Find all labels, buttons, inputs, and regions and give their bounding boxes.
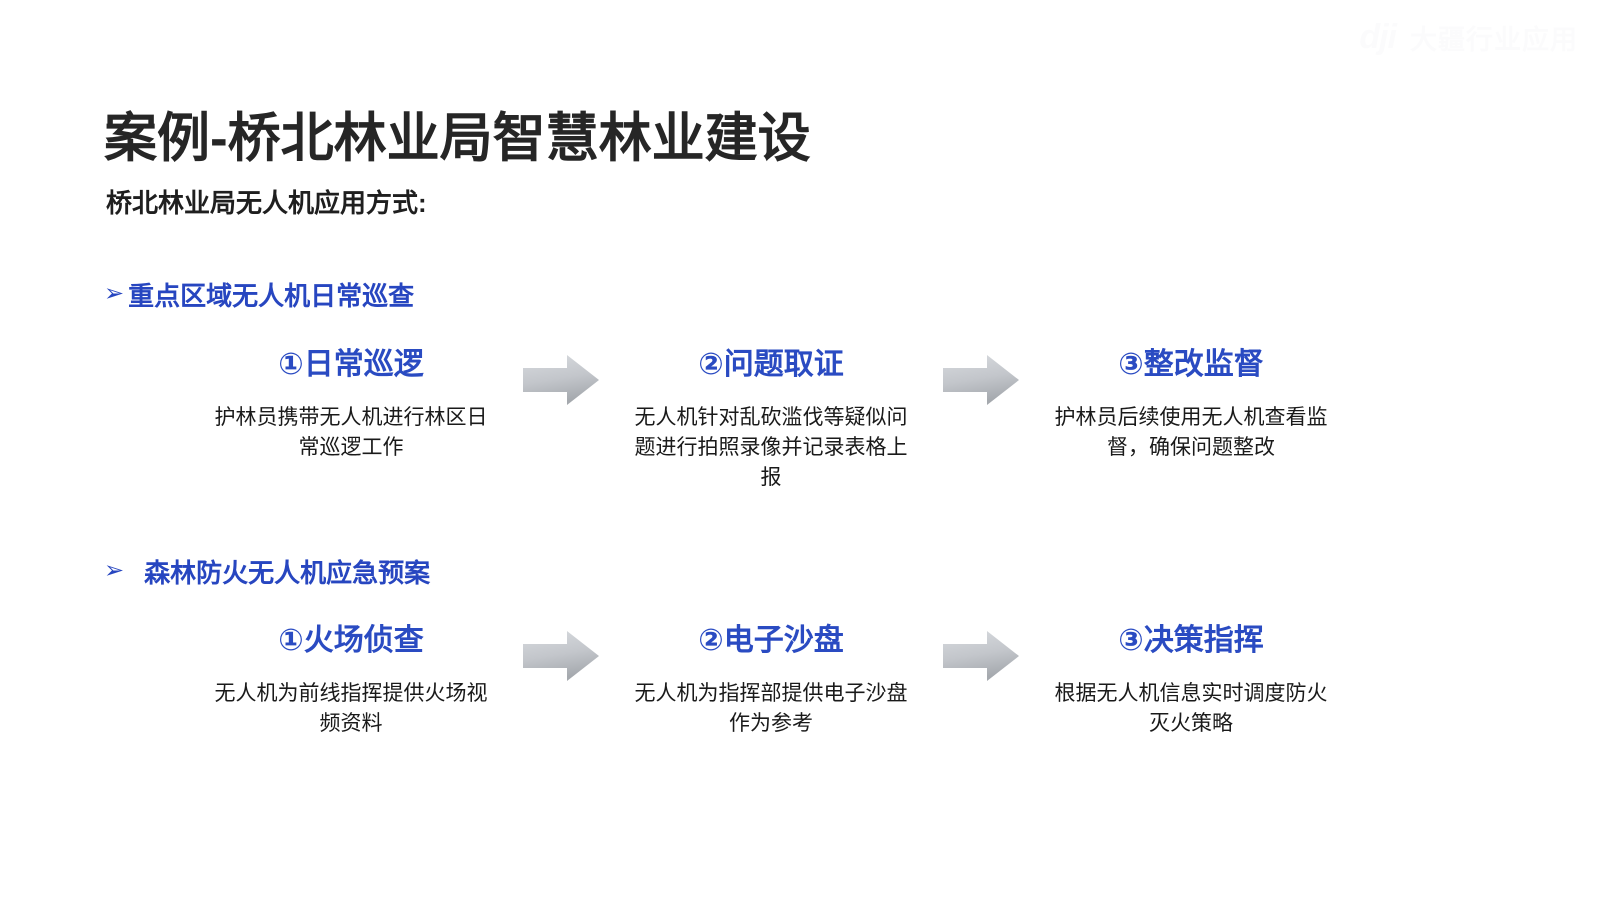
step-heading: ②问题取证 [698,348,844,381]
flow-row-fire-plan: ①火场侦查 无人机为前线指挥提供火场视频资料 ②电子沙盘 无人机为指挥部提供电子… [150,624,1470,739]
flow-step: ③决策指挥 根据无人机信息实时调度防火灭火策略 [1026,624,1356,739]
flow-row-patrol: ①日常巡逻 护林员携带无人机进行林区日常巡逻工作 ②问题取证 无人机针对乱砍滥伐… [150,348,1470,494]
step-heading: ②电子沙盘 [698,624,844,657]
section-label: 重点区域无人机日常巡查 [128,281,415,311]
watermark: dji 大疆行业应用 [1359,18,1578,57]
flow-step: ②问题取证 无人机针对乱砍滥伐等疑似问题进行拍照录像并记录表格上报 [606,348,936,494]
bullet-arrow-icon: ➢ [104,556,125,584]
step-description: 护林员后续使用无人机查看监督，确保问题整改 [1054,405,1328,459]
flow-arrow-icon [936,348,1026,406]
dji-logo-watermark: dji [1359,18,1397,56]
step-heading: ①日常巡逻 [278,348,424,381]
bullet-arrow-icon: ➢ [104,279,125,307]
flow-step: ③整改监督 护林员后续使用无人机查看监督，确保问题整改 [1026,348,1356,463]
section-header-patrol: ➢ 重点区域无人机日常巡查 [104,276,414,313]
page-subtitle: 桥北林业局无人机应用方式: [106,188,427,218]
step-heading: ③决策指挥 [1118,624,1264,657]
watermark-text: 大疆行业应用 [1410,25,1578,55]
flow-step: ①日常巡逻 护林员携带无人机进行林区日常巡逻工作 [186,348,516,463]
section-header-fire-plan: ➢ 森林防火无人机应急预案 [104,553,430,590]
flow-arrow-icon [516,624,606,682]
section-label: 森林防火无人机应急预案 [144,558,431,588]
flow-step: ②电子沙盘 无人机为指挥部提供电子沙盘作为参考 [606,624,936,739]
step-heading: ③整改监督 [1118,348,1264,381]
flow-arrow-icon [936,624,1026,682]
step-description: 无人机针对乱砍滥伐等疑似问题进行拍照录像并记录表格上报 [634,405,908,490]
page-title: 案例-桥北林业局智慧林业建设 [104,109,811,168]
step-description: 根据无人机信息实时调度防火灭火策略 [1054,681,1328,735]
flow-arrow-icon [516,348,606,406]
step-description: 无人机为前线指挥提供火场视频资料 [214,681,488,735]
step-description: 护林员携带无人机进行林区日常巡逻工作 [214,405,488,459]
flow-step: ①火场侦查 无人机为前线指挥提供火场视频资料 [186,624,516,739]
step-description: 无人机为指挥部提供电子沙盘作为参考 [634,681,908,735]
step-heading: ①火场侦查 [278,624,424,657]
